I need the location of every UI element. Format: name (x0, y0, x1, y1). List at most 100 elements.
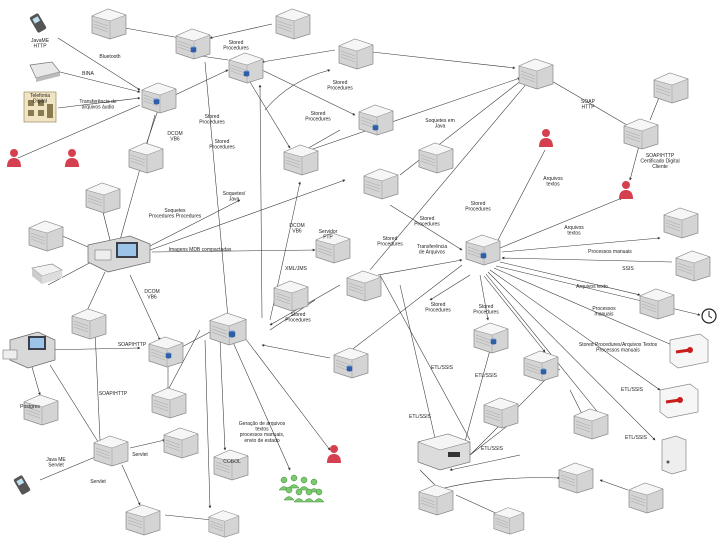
edge (219, 339, 227, 451)
database-icon (243, 70, 250, 77)
edge (94, 329, 101, 441)
edge (124, 27, 181, 39)
server-icon (283, 144, 319, 176)
edge-label: ETL/SSIS (431, 365, 454, 371)
workstation-icon (87, 235, 151, 273)
edge (231, 339, 291, 471)
edge (59, 71, 141, 93)
edge-label: Soquetes/Java (223, 191, 246, 203)
edge-label: XML/JMS (285, 266, 307, 272)
edge (164, 514, 213, 522)
server-icon (493, 507, 525, 535)
edge-label: SSIS (622, 266, 634, 272)
edge (549, 79, 633, 129)
edge (121, 464, 141, 506)
edge (261, 69, 356, 116)
server-icon (148, 336, 184, 368)
database-icon (372, 124, 379, 131)
server-icon (273, 280, 309, 312)
server-icon (653, 72, 689, 104)
edge (649, 94, 661, 121)
edge (57, 37, 141, 91)
edge (369, 81, 529, 271)
server-icon (523, 350, 559, 382)
edge (258, 84, 263, 319)
edge (599, 479, 629, 491)
edge (379, 274, 471, 441)
edge (129, 439, 166, 449)
edge (499, 197, 623, 249)
server-icon (175, 28, 211, 60)
phone-icon (13, 475, 31, 495)
server-icon (71, 308, 107, 340)
server-icon (163, 427, 199, 459)
alert-box-icon (659, 383, 699, 419)
edge (204, 339, 212, 509)
server-icon (209, 312, 247, 346)
user-icon (7, 149, 21, 167)
server-icon (315, 232, 351, 264)
edge-label: Servlet (132, 452, 148, 458)
edge (493, 267, 673, 346)
database-icon (346, 365, 353, 372)
server-icon (28, 220, 64, 252)
database-icon (153, 98, 160, 105)
server-icon (333, 347, 369, 379)
edge (371, 51, 516, 70)
server-icon (275, 8, 311, 40)
database-icon (228, 330, 236, 338)
edge-label: SOAP/HTTP (99, 391, 128, 397)
server-icon (213, 449, 249, 481)
server-icon (125, 504, 161, 536)
edge-label: ETL/SSIS (475, 373, 498, 379)
server-icon (573, 408, 609, 440)
workstation-icon (2, 331, 56, 369)
server-icon (675, 250, 711, 282)
edge (489, 269, 661, 391)
database-icon (540, 368, 547, 375)
fax-icon (29, 61, 61, 82)
clock-icon (701, 308, 717, 324)
edge (455, 494, 501, 516)
server-icon (418, 142, 454, 174)
edge-label: ETL/SSIS (409, 414, 432, 420)
edge (167, 329, 201, 391)
edge (429, 274, 471, 301)
alert-box-icon (669, 333, 709, 369)
server-icon (338, 38, 374, 70)
user-group-icon (278, 474, 325, 503)
edge (479, 274, 489, 321)
database-icon (165, 352, 172, 359)
edge (47, 259, 96, 286)
server-icon (623, 118, 659, 150)
server-icon (228, 52, 264, 84)
edge (244, 337, 331, 451)
edge-label: SOAP/HTTP (118, 342, 147, 348)
user-icon (539, 129, 553, 147)
edge (261, 49, 336, 63)
edge (485, 273, 601, 416)
edge-label: BINA (82, 71, 94, 77)
printer-icon (31, 263, 63, 284)
edge (264, 69, 331, 111)
edge (144, 109, 159, 149)
server-icon (128, 142, 164, 174)
server-icon (151, 387, 187, 419)
